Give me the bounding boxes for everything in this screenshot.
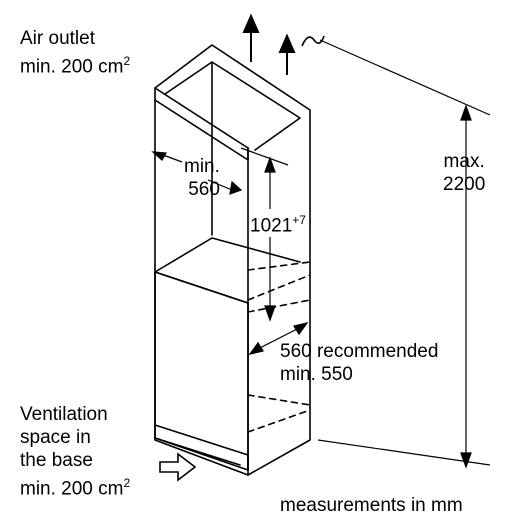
ventilation-inlet-arrow — [159, 452, 197, 482]
depth-dimension — [248, 322, 309, 355]
height-sup: +7 — [292, 213, 306, 227]
break-mark — [301, 35, 325, 47]
vent-line3: the base — [20, 450, 93, 471]
cabinet-top-edge — [154, 87, 249, 149]
vent-line4: min. 200 cm — [20, 478, 124, 500]
air-outlet-line2: min. 200 cm — [20, 56, 124, 78]
height-label: 1021+7 — [250, 209, 306, 238]
vent-line1: Ventilation — [20, 404, 108, 425]
appliance-top — [154, 237, 301, 273]
min-line1: min. — [184, 156, 220, 177]
depth-label: 560 recommended min. 550 — [280, 340, 438, 386]
cabinet-top-inner — [164, 61, 301, 151]
height-value: 1021 — [250, 215, 293, 237]
air-outlet-arrows — [242, 13, 296, 75]
min-line2: 560 — [188, 179, 220, 200]
air-outlet-label: Air outlet min. 200 cm2 — [20, 27, 130, 78]
depth-line1: 560 recommended — [280, 341, 439, 362]
min-width-dimension — [151, 147, 289, 195]
base-slot — [154, 424, 249, 471]
hidden-lines — [247, 261, 311, 433]
vent-line2: space in — [20, 427, 91, 448]
height-dimension — [264, 156, 276, 322]
max-line1: max. — [443, 151, 485, 172]
max-line2: 2200 — [443, 174, 486, 195]
measurements-note: measurements in mm — [280, 495, 463, 516]
air-outlet-sup: 2 — [123, 54, 131, 68]
ventilation-label: Ventilation space in the base min. 200 c… — [20, 403, 130, 500]
min-width-label: min. 560 — [184, 155, 220, 201]
max-height-label: max. 2200 — [443, 150, 485, 196]
max-height-dimension — [317, 39, 491, 469]
vent-sup: 2 — [123, 476, 131, 490]
air-outlet-line1: Air outlet — [20, 28, 95, 49]
cabinet-outline — [154, 44, 311, 476]
depth-line2: min. 550 — [280, 364, 353, 385]
cabinet-top-panel — [154, 99, 249, 161]
